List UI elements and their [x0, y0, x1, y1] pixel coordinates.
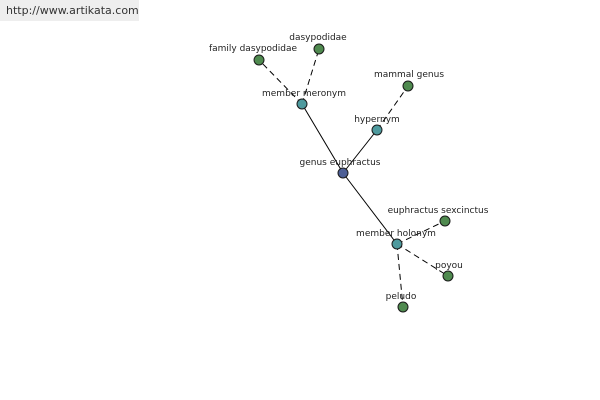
node-sexcinctus[interactable] [439, 215, 451, 227]
node-holonym[interactable] [391, 238, 403, 250]
node-meronym[interactable] [296, 98, 308, 110]
node-label-peludo[interactable]: peludo [386, 292, 417, 302]
edge-holonym-peludo [396, 243, 404, 308]
node-label-family[interactable]: family dasypodidae [209, 44, 298, 54]
edges-layer [258, 48, 449, 308]
nodes-layer [253, 43, 454, 313]
node-label-dasypodidae[interactable]: dasypodidae [289, 33, 347, 43]
node-label-hypernym[interactable]: hypernym [354, 115, 400, 125]
edge-holonym-poyou [396, 243, 449, 277]
edge-root-holonym [342, 172, 398, 245]
node-label-sexcinctus[interactable]: euphractus sexcinctus [388, 206, 489, 216]
node-label-meronym[interactable]: member meronym [262, 89, 346, 99]
node-hypernym[interactable] [371, 124, 383, 136]
edge-meronym-family [258, 59, 303, 105]
labels-layer: genus euphractus member meronym hypernym me… [209, 33, 489, 302]
node-label-holonym[interactable]: member holonym [356, 229, 436, 239]
node-mammal[interactable] [402, 80, 414, 92]
edge-root-hypernym [342, 129, 378, 174]
node-label-poyou[interactable]: poyou [435, 261, 463, 271]
edge-root-meronym [301, 103, 344, 174]
edge-hypernym-mammal [376, 85, 409, 131]
node-root[interactable] [337, 167, 349, 179]
edge-holonym-sexcinctus [396, 220, 446, 245]
url-banner[interactable]: http://www.artikata.com [0, 0, 139, 21]
node-peludo[interactable] [397, 301, 409, 313]
node-label-mammal[interactable]: mammal genus [374, 70, 444, 80]
node-poyou[interactable] [442, 270, 454, 282]
node-label-root[interactable]: genus euphractus [300, 158, 381, 168]
node-dasypodidae[interactable] [313, 43, 325, 55]
node-family[interactable] [253, 54, 265, 66]
